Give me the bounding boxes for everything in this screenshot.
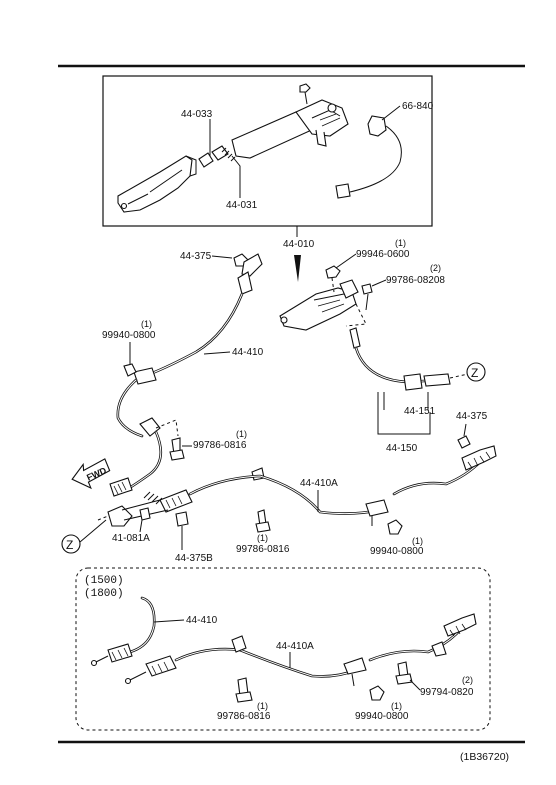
bolt-99786-0816-a-part (169, 437, 185, 461)
rear-cable-44-410-part (109, 253, 263, 497)
leader-99786-08208 (371, 279, 387, 287)
leader-44-375-top (211, 255, 233, 259)
leader-99946-0600 (335, 253, 357, 269)
callout-99940-0800-c: 99940-0800 (355, 711, 409, 722)
callout-99940-0800-b: 99940-0800 (370, 546, 424, 557)
nut-99940-c-part (369, 685, 385, 701)
assembly-arrow (294, 255, 301, 282)
callout-99786-08208: 99786-08208 (386, 275, 445, 286)
callout-44-150: 44-150 (386, 443, 418, 454)
variant-label-1800: (1800) (84, 588, 124, 600)
leader-44-410 (203, 351, 231, 355)
callout-44-375B: 44-375B (175, 553, 213, 564)
callout-99946-0600: 99946-0600 (356, 249, 410, 260)
leader-44-150 (377, 392, 431, 435)
leader-99794-0820 (409, 679, 421, 691)
variant-label-1500: (1500) (84, 575, 124, 587)
callout-44-031: 44-031 (226, 200, 258, 211)
bolt-99794-0820-part (395, 661, 413, 685)
lever-bolt-part (299, 83, 311, 105)
nut-99940-b-part (387, 519, 403, 535)
lever-boot-part (117, 155, 197, 213)
callout-44-410-lower: 44-410 (186, 615, 218, 626)
callout-44-151: 44-151 (404, 406, 436, 417)
lever-assembly-part (279, 279, 359, 331)
qty-99786-08208: (2) (430, 263, 441, 273)
leader-41-081A (139, 519, 143, 533)
grommet-44-375-right-part (457, 423, 471, 449)
callout-99786-0816-a: 99786-0816 (193, 440, 247, 451)
leader-44-151 (383, 392, 429, 410)
lever-sleeve-part (198, 145, 229, 168)
svg-text:Z: Z (66, 538, 73, 552)
z-marker-left: Z (61, 534, 81, 554)
callout-99786-0816-c: 99786-0816 (217, 711, 271, 722)
brake-switch-part (335, 115, 402, 199)
front-cable-44-151-part (349, 327, 469, 391)
bolt-99786-0816-c-part (235, 677, 253, 703)
callout-44-375-top: 44-375 (180, 251, 212, 262)
callout-44-410A: 44-410A (300, 478, 338, 489)
svg-text:Z: Z (471, 366, 478, 380)
equalizer-41-081A-part (97, 499, 169, 527)
qty-99940-0800-c: (1) (391, 701, 402, 711)
bolt-99786-08208-part (345, 283, 373, 327)
callout-44-410A-lower: 44-410A (276, 641, 314, 652)
callout-99794-0820: 99794-0820 (420, 687, 474, 698)
qty-99786-0816-b: (1) (257, 533, 268, 543)
fwd-arrow: FWD (71, 458, 111, 490)
callout-41-081A: 41-081A (112, 533, 150, 544)
lever-detail-box (102, 75, 433, 227)
qty-99946-0600: (1) (395, 238, 406, 248)
leader-66-840 (381, 105, 401, 121)
callout-44-375-right: 44-375 (456, 411, 488, 422)
reference-code: (1B36720) (460, 751, 509, 763)
variant-cable-44-410-part (90, 596, 156, 667)
parking-brake-lever-part (231, 99, 349, 159)
callout-44-010: 44-010 (283, 239, 315, 250)
qty-99940-0800-b: (1) (412, 536, 423, 546)
nut-99946-part (325, 265, 341, 293)
callout-99940-0800-left: 99940-0800 (102, 330, 156, 341)
variant-detail-box (75, 567, 491, 731)
rear-cable-44-410A-part (159, 445, 497, 526)
nut-99940-left-part (123, 363, 137, 377)
spring-44-375B-part (143, 491, 189, 527)
qty-99786-0816-c: (1) (257, 701, 268, 711)
variant-cable-44-410A-part (124, 613, 477, 687)
callout-44-033: 44-033 (181, 109, 213, 120)
bolt-99786-0816-b-part (255, 509, 271, 533)
qty-99794-0820: (2) (462, 675, 473, 685)
callout-99786-0816-b: 99786-0816 (236, 544, 290, 555)
z-marker-right: Z (466, 362, 486, 382)
leader-44-410-lower (153, 619, 185, 623)
callout-66-840: 66-840 (402, 101, 434, 112)
qty-99940-0800-left: (1) (141, 319, 152, 329)
lever-spring-part (221, 147, 236, 162)
leader-z-left (79, 519, 107, 543)
callout-44-410: 44-410 (232, 347, 264, 358)
qty-99786-0816-a: (1) (236, 429, 247, 439)
leader-44-031 (231, 155, 241, 198)
